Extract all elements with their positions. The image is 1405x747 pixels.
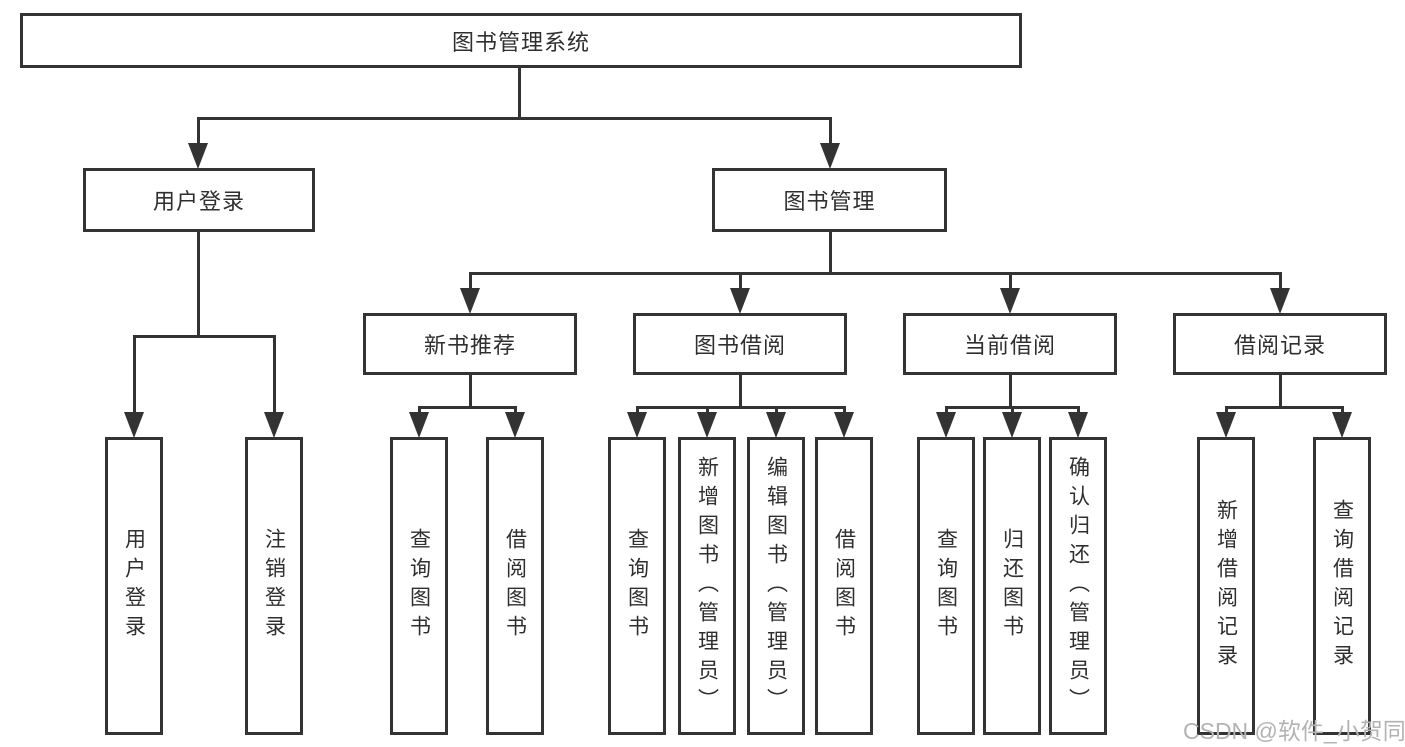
arrowhead-down-icon: [409, 412, 429, 438]
connector-line-vertical: [518, 66, 521, 118]
node-new-book-recommendation-label: 新书推荐: [423, 333, 516, 358]
leaf-label: 查询图书: [407, 528, 431, 644]
node-user-login-label: 用户登录: [152, 189, 245, 214]
connector-line-vertical: [739, 272, 742, 288]
arrowhead-down-icon: [1332, 412, 1352, 438]
node-borrowing-records: 借阅记录: [1173, 313, 1387, 375]
node-book-management-label: 图书管理: [783, 189, 876, 214]
leaf-label: 注销登录: [262, 528, 286, 644]
arrowhead-down-icon: [834, 412, 854, 438]
connector-line-vertical: [469, 272, 472, 288]
leaf-add-book-admin: 新增图书（管理员）: [678, 437, 736, 735]
node-book-management: 图书管理: [712, 168, 947, 232]
connector-line-vertical: [514, 406, 517, 412]
connector-line-vertical: [636, 406, 639, 412]
arrowhead-down-icon: [1002, 412, 1022, 438]
leaf-label: 确认归还（管理员）: [1066, 455, 1090, 717]
leaf-search-borrow-record: 查询借阅记录: [1313, 437, 1371, 735]
node-user-login: 用户登录: [83, 168, 315, 232]
leaf-label: 查询图书: [625, 528, 649, 644]
leaf-user-login-action: 用户登录: [105, 437, 163, 735]
leaf-add-borrow-record: 新增借阅记录: [1197, 437, 1255, 735]
leaf-search-books-borrow: 查询图书: [608, 437, 666, 735]
connector-line-vertical: [775, 406, 778, 412]
arrowhead-down-icon: [188, 143, 208, 169]
arrowhead-down-icon: [124, 412, 144, 438]
connector-line-vertical: [739, 374, 742, 407]
connector-line-vertical: [133, 335, 136, 412]
arrowhead-down-icon: [936, 412, 956, 438]
arrowhead-down-icon: [1068, 412, 1088, 438]
arrowhead-down-icon: [730, 288, 750, 314]
leaf-borrow-books: 借阅图书: [815, 437, 873, 735]
connector-line-vertical: [829, 117, 832, 143]
node-root: 图书管理系统: [20, 13, 1022, 68]
connector-line-horizontal: [469, 272, 1281, 275]
connector-line-horizontal: [197, 117, 831, 120]
connector-line-vertical: [1225, 406, 1228, 412]
node-root-label: 图书管理系统: [451, 29, 590, 55]
leaf-label: 查询借阅记录: [1330, 499, 1354, 673]
arrowhead-down-icon: [460, 288, 480, 314]
leaf-confirm-return-admin: 确认归还（管理员）: [1049, 437, 1107, 735]
leaf-label: 新增图书（管理员）: [695, 455, 719, 717]
arrowhead-down-icon: [1000, 288, 1020, 314]
connector-line-horizontal: [1225, 406, 1343, 409]
leaf-label: 查询图书: [934, 528, 958, 644]
node-new-book-recommendation: 新书推荐: [363, 313, 577, 375]
node-book-borrowing: 图书借阅: [633, 313, 847, 375]
node-book-borrowing-label: 图书借阅: [693, 333, 786, 358]
node-current-borrowing-label: 当前借阅: [963, 333, 1056, 358]
connector-line-vertical: [418, 406, 421, 412]
node-current-borrowing: 当前借阅: [903, 313, 1117, 375]
connector-line-vertical: [197, 117, 200, 143]
watermark: CSDN @软件_小贺同学: [1183, 718, 1405, 744]
arrowhead-down-icon: [1270, 288, 1290, 314]
connector-line-vertical: [273, 335, 276, 412]
leaf-label: 借阅图书: [503, 528, 527, 644]
connector-line-horizontal: [945, 406, 1079, 409]
arrowhead-down-icon: [264, 412, 284, 438]
leaf-logout: 注销登录: [245, 437, 303, 735]
connector-line-vertical: [843, 406, 846, 412]
connector-line-vertical: [1009, 374, 1012, 407]
connector-line-horizontal: [636, 406, 845, 409]
leaf-label: 归还图书: [1000, 528, 1024, 644]
arrowhead-down-icon: [1216, 412, 1236, 438]
connector-line-horizontal: [418, 406, 516, 409]
leaf-edit-book-admin: 编辑图书（管理员）: [747, 437, 805, 735]
connector-line-horizontal: [133, 335, 275, 338]
node-borrowing-records-label: 借阅记录: [1233, 333, 1326, 358]
leaf-return-book: 归还图书: [983, 437, 1041, 735]
connector-line-vertical: [1279, 272, 1282, 288]
arrowhead-down-icon: [820, 143, 840, 169]
leaf-search-books-recommend: 查询图书: [390, 437, 448, 735]
leaf-borrow-books-recommend: 借阅图书: [486, 437, 544, 735]
connector-line-vertical: [197, 231, 200, 336]
leaf-label: 编辑图书（管理员）: [764, 455, 788, 717]
leaf-search-books-current: 查询图书: [917, 437, 975, 735]
connector-line-vertical: [1009, 272, 1012, 288]
connector-line-vertical: [1077, 406, 1080, 412]
connector-line-vertical: [829, 231, 832, 273]
arrowhead-down-icon: [697, 412, 717, 438]
connector-line-vertical: [1341, 406, 1344, 412]
connector-line-vertical: [945, 406, 948, 412]
leaf-label: 新增借阅记录: [1214, 499, 1238, 673]
connector-line-vertical: [1279, 374, 1282, 407]
connector-line-vertical: [469, 374, 472, 407]
arrowhead-down-icon: [766, 412, 786, 438]
arrowhead-down-icon: [627, 412, 647, 438]
arrowhead-down-icon: [505, 412, 525, 438]
leaf-label: 用户登录: [122, 528, 146, 644]
connector-line-vertical: [1011, 406, 1014, 412]
connector-line-vertical: [706, 406, 709, 412]
leaf-label: 借阅图书: [832, 528, 856, 644]
